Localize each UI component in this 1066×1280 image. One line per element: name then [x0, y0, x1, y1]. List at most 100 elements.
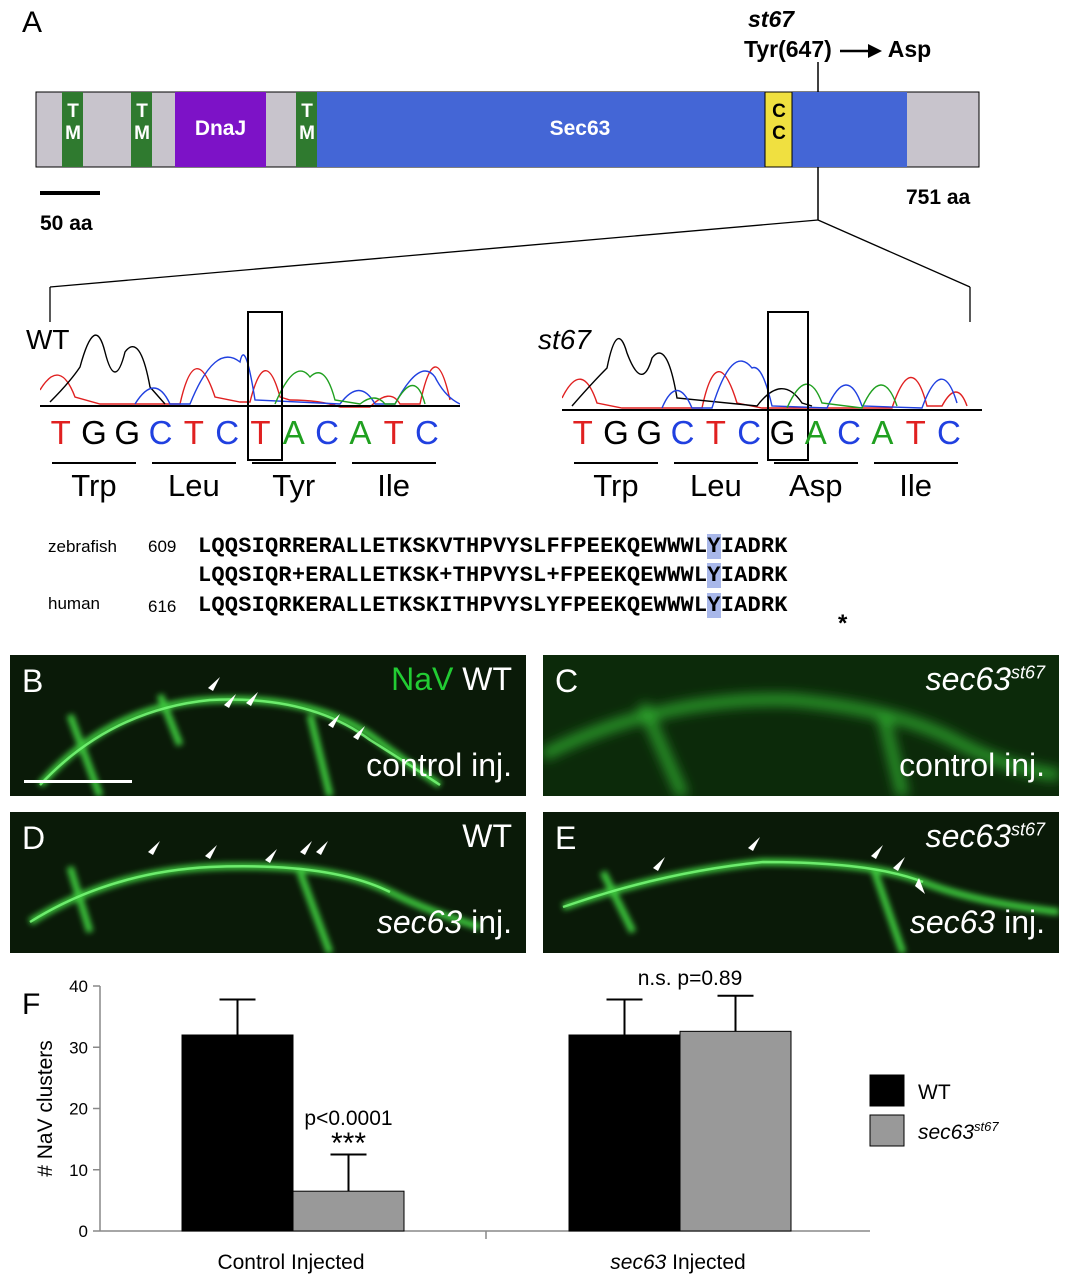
- mutation-target: Asp: [887, 36, 932, 62]
- y-tick-label-0: 0: [79, 1222, 88, 1241]
- st67-chromatogram: [562, 337, 982, 411]
- y-tick-label-3: 30: [69, 1038, 88, 1057]
- st67-base-4: T: [705, 414, 726, 451]
- legend-label-mut: sec63st67: [918, 1119, 999, 1144]
- nav-cluster-arrowheads-e: [653, 837, 925, 894]
- wt-base-4: T: [183, 414, 204, 451]
- wt-codon-2: Tyr: [272, 468, 316, 503]
- scale-bar-micro: [24, 780, 132, 783]
- st67-base-5: C: [737, 414, 762, 451]
- sec63-domain: [317, 92, 907, 167]
- panel-a-letter: A: [22, 6, 43, 39]
- wt-codon-underline-2: [251, 462, 336, 464]
- bar-sec63st67-0: [292, 1190, 405, 1232]
- x-group-label-1: sec63 Injected: [610, 1251, 745, 1274]
- micrograph-d-image: [10, 812, 526, 953]
- bar-WT-0: [181, 1034, 294, 1232]
- legend-swatch-wt: [869, 1074, 905, 1107]
- b-label: NaV WT: [391, 661, 512, 697]
- cc-domain: [764, 91, 793, 168]
- st67-base-11: C: [937, 414, 961, 451]
- wt-base-6: T: [250, 414, 271, 451]
- c-letter: C: [555, 663, 579, 699]
- st67-codon-underline-0: [574, 462, 658, 464]
- mutation-change: Tyr(647): [744, 36, 832, 62]
- st67-highlight-box: [767, 311, 809, 461]
- e-letter: E: [555, 820, 577, 856]
- micrograph-e-image: [543, 812, 1059, 953]
- annotation-pvalue-0: p<0.0001: [304, 1107, 392, 1130]
- st67-base-7: A: [804, 414, 827, 451]
- st67-base-0: T: [572, 414, 593, 451]
- wt-base-5: C: [215, 414, 240, 451]
- e-label: sec63st67: [925, 818, 1045, 854]
- wt-base-1: G: [81, 414, 107, 451]
- micrograph-d: D WT sec63 inj.: [10, 812, 526, 953]
- zebrafish-start: 609: [148, 537, 177, 556]
- legend-swatch-mut: [869, 1114, 905, 1147]
- wt-codon-underline-1: [151, 462, 236, 464]
- wt-codon-1: Leu: [167, 468, 220, 503]
- zebrafish-sequence: LQQSIQRRERALLETKSKVTHPVYSLFFPEEKQEWWWLYI…: [198, 534, 788, 559]
- wt-base-11: C: [415, 414, 439, 451]
- c-label: sec63st67: [925, 661, 1045, 697]
- tm-domain-2: [131, 92, 152, 167]
- micrograph-b: B NaV WT control inj.: [10, 655, 526, 796]
- b-letter: B: [22, 663, 44, 699]
- y-tick-label-4: 40: [69, 977, 88, 996]
- wt-chromatogram: [40, 334, 460, 408]
- bar-WT-1: [568, 1034, 681, 1232]
- human-sequence: LQQSIQRKERALLETKSKITHPVYSLYFPEEKQEWWWLYI…: [198, 593, 788, 618]
- micrograph-c: C sec63st67 control inj.: [543, 655, 1059, 796]
- st67-codon-3: Ile: [899, 468, 932, 503]
- nav-cluster-arrowheads-b: [208, 677, 365, 740]
- micrograph-e: E sec63st67 sec63 inj.: [543, 812, 1059, 953]
- consensus-sequence: LQQSIQR+ERALLETKSK+THPVYSL+FPEEKQEWWWLYI…: [198, 563, 788, 588]
- st67-base-3: C: [670, 414, 695, 451]
- st67-codon-underline-1: [673, 462, 758, 464]
- d-label: WT: [462, 818, 512, 854]
- st67-base-10: T: [905, 414, 926, 451]
- dnaj-label: DnaJ: [194, 117, 247, 140]
- sec63-label: Sec63: [549, 117, 611, 140]
- annotation-stars-0: ***: [331, 1127, 366, 1160]
- panel-f-letter: F: [22, 988, 41, 1021]
- wt-codon-underline-0: [52, 462, 136, 464]
- st67-codon-underline-2: [773, 462, 858, 464]
- protein-domain-diagram: [35, 62, 980, 220]
- wt-codon-underline-3: [351, 462, 436, 464]
- st67-base-2: G: [636, 414, 663, 451]
- legend-label-wt: WT: [918, 1081, 951, 1104]
- st67-base-6: G: [769, 414, 796, 451]
- wt-base-2: G: [114, 414, 141, 451]
- y-tick-label-1: 10: [69, 1161, 88, 1180]
- dnaj-domain: [175, 92, 266, 167]
- wt-base-8: C: [315, 414, 339, 451]
- wt-base-10: T: [383, 414, 404, 451]
- scale-bar-label: 50 aa: [40, 212, 93, 235]
- protein-length-label: 751 aa: [906, 186, 971, 209]
- st67-base-9: A: [871, 414, 894, 451]
- bar-sec63st67-1: [679, 1030, 792, 1232]
- arrow-right-icon: [840, 43, 883, 58]
- alignment-asterisk: *: [838, 610, 848, 637]
- mutation-name: st67: [748, 6, 795, 32]
- st67-codon-2: Asp: [789, 468, 843, 503]
- y-axis-label: # NaV clusters: [34, 1040, 57, 1177]
- y-tick-label-2: 20: [69, 1100, 88, 1119]
- mutation-label: Tyr(647) Asp: [744, 36, 931, 63]
- zoom-lines: [49, 219, 971, 322]
- st67-base-1: G: [603, 414, 629, 451]
- wt-highlight-box: [247, 311, 283, 461]
- st67-codon-1: Leu: [689, 468, 742, 503]
- micrograph-c-image: [543, 655, 1059, 796]
- wt-base-7: A: [282, 414, 305, 451]
